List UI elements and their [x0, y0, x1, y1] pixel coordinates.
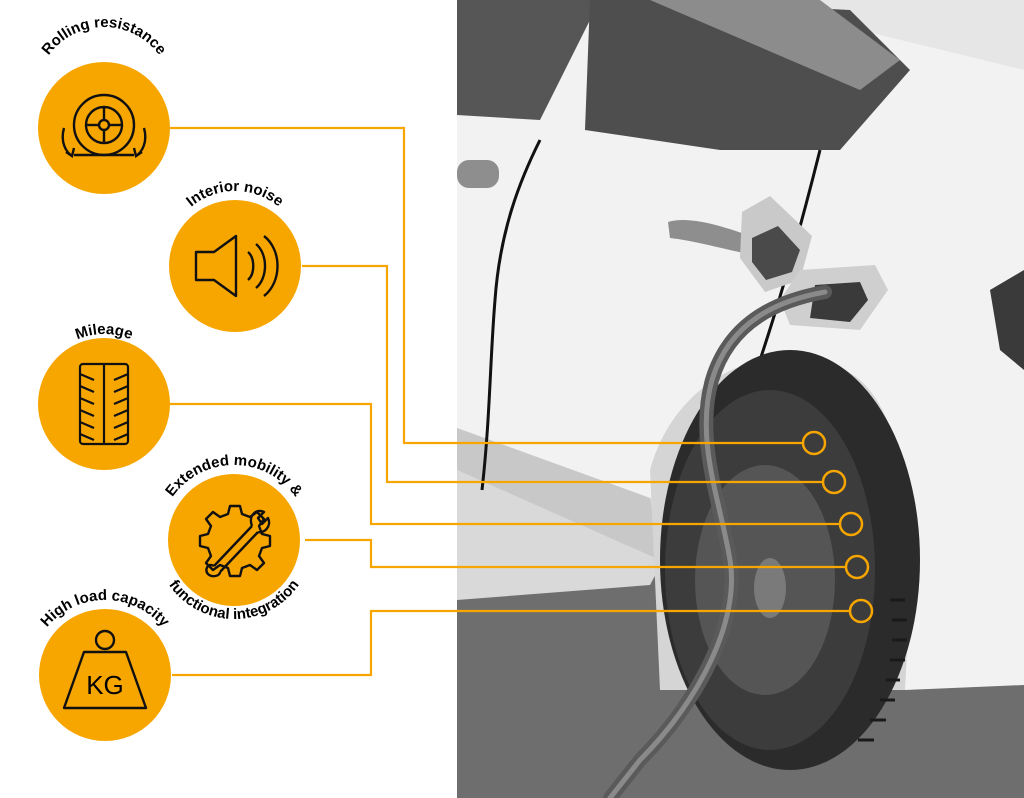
- side-window-left: [457, 0, 600, 120]
- door-handle: [668, 220, 760, 254]
- feature-label: Rolling resistance: [38, 14, 169, 58]
- connector-extended-mobility: [305, 538, 846, 569]
- feature-high-load-capacity: KG High load capacity: [37, 587, 173, 741]
- rolling-tire-icon: [61, 93, 147, 158]
- weight-icon: [62, 629, 148, 710]
- gear-wrench-icon: [198, 504, 272, 578]
- car-illustration: [457, 0, 1024, 798]
- marker-3: [838, 511, 864, 537]
- marker-2: [821, 469, 847, 495]
- marker-5: [848, 598, 874, 624]
- connector-rolling-resistance: [168, 126, 803, 445]
- mirror-trim: [650, 0, 900, 90]
- charging-cable-highlight: [607, 289, 828, 798]
- door-seam: [480, 139, 542, 491]
- wheel-hub: [754, 558, 786, 618]
- tire-markers: [801, 430, 874, 624]
- tread-icon: [78, 362, 130, 446]
- feature-interior-noise: Interior noise: [169, 178, 301, 332]
- feature-label: Mileage: [73, 321, 135, 343]
- sill-shadow: [457, 428, 660, 560]
- tail-light: [990, 270, 1024, 370]
- charge-flap-inner: [752, 226, 800, 280]
- connector-mileage: [168, 402, 840, 526]
- speaker-icon: [194, 234, 279, 298]
- side-marker: [457, 160, 499, 188]
- weight-label: KG: [86, 670, 124, 700]
- marker-4: [844, 554, 870, 580]
- feature-circle: [38, 62, 170, 194]
- feature-extended-mobility: Extended mobility & functional integrati…: [162, 452, 306, 623]
- feature-mileage: Mileage: [38, 321, 170, 470]
- tire-tread: [858, 598, 907, 742]
- marker-1: [801, 430, 827, 456]
- feature-rolling-resistance: Rolling resistance: [38, 14, 170, 194]
- connector-high-load: [172, 609, 850, 677]
- connector-lines: [168, 126, 850, 677]
- feature-circle: [168, 474, 300, 606]
- connector-interior-noise: [302, 264, 823, 484]
- roof: [457, 0, 1024, 70]
